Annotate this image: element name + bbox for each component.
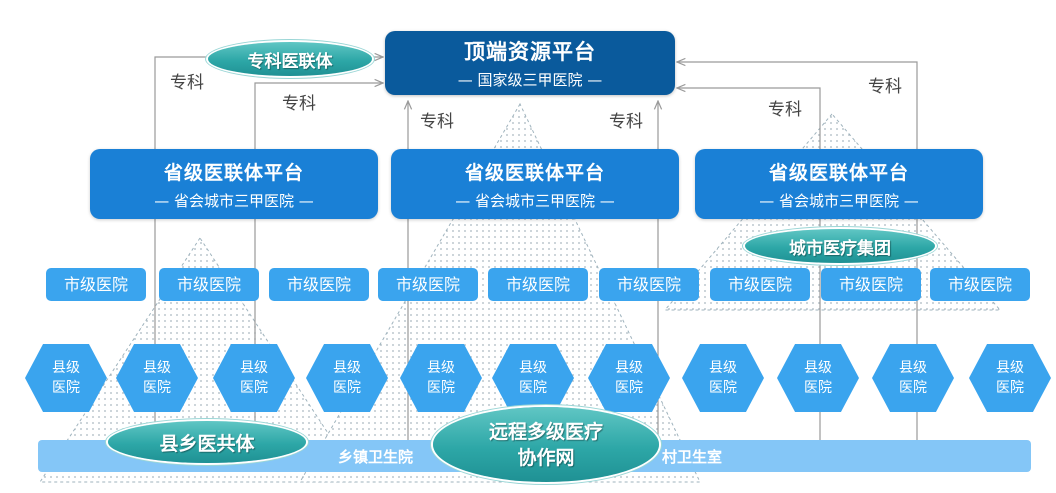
county-hospital-line2: 医院 [143, 380, 171, 396]
city-hospital: 市级医院 [159, 268, 259, 301]
county-hospital: 县级医院 [969, 344, 1051, 412]
provincial-platform-subtitle: — 省会城市三甲医院 — [154, 192, 314, 210]
county-hospital: 县级医院 [116, 344, 198, 412]
county-hospital-line2: 医院 [519, 380, 547, 396]
county-hospital: 县级医院 [682, 344, 764, 412]
connector-right-inner [677, 88, 821, 440]
county-hospital: 县级医院 [400, 344, 482, 412]
county-hospital: 县级医院 [777, 344, 859, 412]
county-township-community-oval: 县乡医共体 [108, 421, 306, 463]
county-hospital-line1: 县级 [804, 360, 832, 376]
city-hospital: 市级医院 [269, 268, 369, 301]
city-hospital: 市级医院 [710, 268, 810, 301]
remote-network-line1: 远程多级医疗 [488, 420, 603, 443]
specialty-label: 专科 [420, 112, 454, 132]
county-hospital-line1: 县级 [615, 360, 643, 376]
county-hospital-line2: 医院 [52, 380, 80, 396]
provincial-platform-title: 省级医联体平台 [464, 162, 605, 184]
county-hospital-line1: 县级 [519, 360, 547, 376]
county-hospital: 县级医院 [213, 344, 295, 412]
top-platform-subtitle: — 国家级三甲医院 — [457, 71, 603, 89]
provincial-platform-subtitle: — 省会城市三甲医院 — [759, 192, 919, 210]
provincial-platform: 省级医联体平台 — 省会城市三甲医院 — [90, 149, 378, 219]
county-hospital-line2: 医院 [996, 380, 1024, 396]
county-hospital: 县级医院 [588, 344, 670, 412]
county-hospital-line2: 医院 [333, 380, 361, 396]
provincial-platform-subtitle: — 省会城市三甲医院 — [455, 192, 615, 210]
specialty-alliance-oval: 专科医联体 [208, 42, 372, 76]
county-hospital-line1: 县级 [240, 360, 268, 376]
county-hospital-line1: 县级 [143, 360, 171, 376]
county-hospital-line1: 县级 [899, 360, 927, 376]
county-hospital-line2: 医院 [615, 380, 643, 396]
county-hospital-line2: 医院 [709, 380, 737, 396]
top-platform-title: 顶端资源平台 [464, 40, 596, 64]
city-hospital: 市级医院 [930, 268, 1030, 301]
provincial-platform-title: 省级医联体平台 [768, 162, 909, 184]
county-hospital-line2: 医院 [240, 380, 268, 396]
county-hospital-line1: 县级 [996, 360, 1024, 376]
specialty-label: 专科 [768, 100, 802, 120]
specialty-label: 专科 [868, 77, 902, 97]
specialty-label: 专科 [609, 112, 643, 132]
county-hospital-line1: 县级 [709, 360, 737, 376]
county-hospital-line1: 县级 [427, 360, 455, 376]
remote-network-line2: 协作网 [517, 446, 575, 469]
county-hospital-line1: 县级 [333, 360, 361, 376]
specialty-label: 专科 [170, 73, 204, 93]
city-hospital: 市级医院 [599, 268, 699, 301]
county-hospital-line2: 医院 [899, 380, 927, 396]
top-resource-platform: 顶端资源平台 — 国家级三甲医院 — [385, 31, 675, 95]
city-hospital: 市级医院 [488, 268, 588, 301]
city-hospital: 市级医院 [378, 268, 478, 301]
city-hospital: 市级医院 [821, 268, 921, 301]
connector-left-inner [254, 83, 383, 440]
township-health-center-label: 乡镇卫生院 [338, 448, 414, 466]
village-clinic-label: 村卫生室 [662, 448, 723, 466]
county-hospital-line2: 医院 [427, 380, 455, 396]
city-medical-group-oval: 城市医疗集团 [745, 229, 935, 263]
provincial-platform-title: 省级医联体平台 [163, 162, 304, 184]
county-hospital: 县级医院 [306, 344, 388, 412]
remote-collaboration-network-oval: 远程多级医疗 协作网 [433, 407, 659, 482]
county-hospital: 县级医院 [492, 344, 574, 412]
county-hospital: 县级医院 [872, 344, 954, 412]
county-hospital-line2: 医院 [804, 380, 832, 396]
city-hospital: 市级医院 [46, 268, 146, 301]
county-hospital: 县级医院 [25, 344, 107, 412]
provincial-platform: 省级医联体平台 — 省会城市三甲医院 — [391, 149, 679, 219]
connector-right-outer [677, 62, 918, 440]
county-hospital-line1: 县级 [52, 360, 80, 376]
provincial-platform: 省级医联体平台 — 省会城市三甲医院 — [695, 149, 983, 219]
specialty-label: 专科 [282, 94, 316, 114]
